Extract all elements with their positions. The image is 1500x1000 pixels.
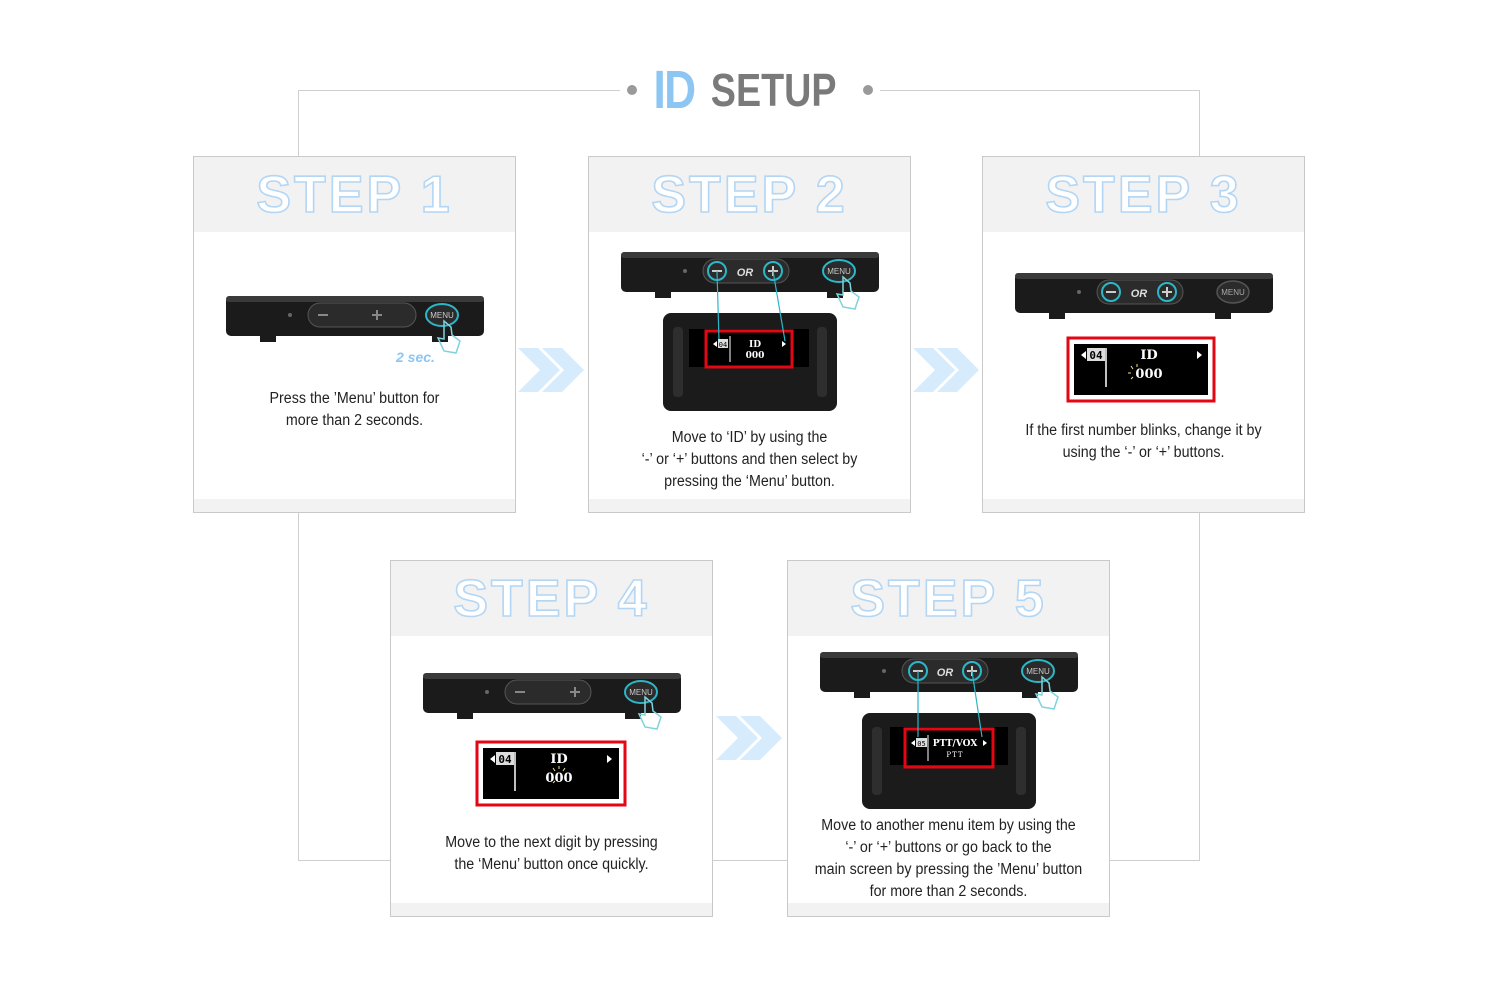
or-label: OR xyxy=(1131,288,1148,300)
step-2-header: STEP 2 xyxy=(589,157,910,232)
step-5-card: STEP 5 OR MENU 05 PTT/VOX PTT Move to a xyxy=(787,560,1110,917)
step-3-header: STEP 3 xyxy=(983,157,1304,232)
menu-button-label: MENU xyxy=(430,311,454,320)
screen-highlight xyxy=(903,727,995,769)
step-1-line: Press the ’Menu’ button for xyxy=(269,390,440,407)
blink-icon xyxy=(1128,364,1138,380)
plus-button-ring xyxy=(763,261,783,281)
step-2-line: Move to ‘ID’ by using the xyxy=(671,429,828,446)
step-4-header: STEP 4 xyxy=(391,561,712,636)
blink-icon xyxy=(552,766,566,784)
step-2-line: pressing the ‘Menu’ button. xyxy=(664,473,835,490)
arrow-step1-to-step2 xyxy=(518,348,584,392)
step-4-footer xyxy=(391,903,712,916)
step-2-device-illustration: OR MENU 04 ID 000 xyxy=(621,252,879,411)
step-5-description: Move to another menu item by using the ‘… xyxy=(801,815,1096,903)
screen-menu-label: ID xyxy=(550,752,567,767)
step-3-device-illustration: OR MENU 04 ID 000 xyxy=(1015,273,1273,403)
screen-menu-label: ID xyxy=(749,340,761,350)
hand-pointer-icon xyxy=(1034,675,1059,710)
screen-menu-value: 000 xyxy=(746,351,765,361)
hand-pointer-icon xyxy=(436,319,461,354)
step-4-device-illustration: MENU 04 ID 000 xyxy=(423,673,681,807)
step-5-device-illustration: OR MENU 05 PTT/VOX PTT xyxy=(820,652,1078,809)
step-4-card: STEP 4 MENU 04 ID 000 Move to the next d… xyxy=(390,560,713,917)
arrow-step2-to-step3 xyxy=(913,348,979,392)
step-4-title: STEP 4 xyxy=(453,569,650,629)
step-1-title: STEP 1 xyxy=(256,165,453,225)
step-2-description: Move to ‘ID’ by using the ‘-’ or ‘+’ but… xyxy=(602,427,897,493)
screen-highlight xyxy=(704,329,794,369)
step-5-title: STEP 5 xyxy=(850,569,1047,629)
step-3-card: STEP 3 OR MENU 04 ID 000 If the first nu… xyxy=(982,156,1305,513)
menu-button-label: MENU xyxy=(827,267,851,276)
hand-pointer-icon xyxy=(637,695,662,730)
step-5-line: Move to another menu item by using the xyxy=(821,817,1076,834)
step-2-card: STEP 2 OR MENU 04 ID 000 Move to ‘ xyxy=(588,156,911,513)
plus-icon xyxy=(376,310,378,320)
title-setup: SETUP xyxy=(711,64,837,116)
step-1-line: more than 2 seconds. xyxy=(285,412,424,429)
step-4-line: the ‘Menu’ button once quickly. xyxy=(454,856,649,873)
step-3-title: STEP 3 xyxy=(1045,165,1242,225)
step-5-line: ‘-’ or ‘+’ buttons or go back to the xyxy=(845,839,1052,856)
step-4-line: Move to the next digit by pressing xyxy=(445,834,658,851)
step-2-line: ‘-’ or ‘+’ buttons and then select by xyxy=(641,451,858,468)
screen-menu-value: 000 xyxy=(545,771,572,786)
minus-icon xyxy=(515,691,525,693)
step-1-header: STEP 1 xyxy=(194,157,515,232)
step-5-header: STEP 5 xyxy=(788,561,1109,636)
step-1-device-illustration: MENU 2 sec. xyxy=(226,296,484,365)
screen-menu-number: 04 xyxy=(719,341,727,349)
plus-icon xyxy=(1166,287,1168,297)
screen-menu-value: PTT xyxy=(946,751,963,759)
step-3-footer xyxy=(983,499,1304,512)
title-dot-left xyxy=(627,85,638,95)
hold-duration-label: 2 sec. xyxy=(395,349,435,365)
screen-highlight xyxy=(475,740,627,807)
screen-menu-label: PTT/VOX xyxy=(933,739,978,749)
menu-button-label: MENU xyxy=(1221,288,1245,297)
menu-button-label: MENU xyxy=(629,688,653,697)
step-5-footer xyxy=(788,903,1109,916)
or-label: OR xyxy=(737,267,754,279)
step-1-description: Press the ’Menu’ button for more than 2 … xyxy=(207,388,502,432)
step-3-description: If the first number blinks, change it by… xyxy=(996,420,1291,464)
step-1-footer xyxy=(194,499,515,512)
screen-menu-number: 04 xyxy=(498,753,512,766)
screen-highlight xyxy=(1066,336,1216,403)
screen-menu-value: 000 xyxy=(1135,367,1162,382)
page-title: ID SETUP xyxy=(620,58,880,122)
step-4-description: Move to the next digit by pressing the ‘… xyxy=(404,832,699,876)
menu-button-label: MENU xyxy=(1026,667,1050,676)
step-2-title: STEP 2 xyxy=(651,165,848,225)
title-id: ID xyxy=(653,60,697,120)
step-5-line: main screen by pressing the ’Menu’ butto… xyxy=(814,861,1083,878)
screen-menu-label: ID xyxy=(1140,348,1157,363)
step-2-footer xyxy=(589,499,910,512)
minus-icon xyxy=(318,314,328,316)
step-3-line: using the ‘-’ or ‘+’ buttons. xyxy=(1062,444,1225,461)
plus-icon xyxy=(574,687,576,697)
screen-menu-number: 04 xyxy=(1089,349,1103,362)
step-3-line: If the first number blinks, change it by xyxy=(1025,422,1262,439)
step-1-card: STEP 1 MENU 2 sec. Press the ’Menu’ butt… xyxy=(193,156,516,513)
step-5-line: for more than 2 seconds. xyxy=(869,883,1028,900)
minus-icon xyxy=(1106,291,1116,293)
arrow-step4-to-step5 xyxy=(716,716,782,760)
screen-menu-number: 05 xyxy=(917,740,925,748)
hand-pointer-icon xyxy=(835,275,860,310)
title-dot-right xyxy=(862,85,873,95)
or-label: OR xyxy=(937,667,954,679)
